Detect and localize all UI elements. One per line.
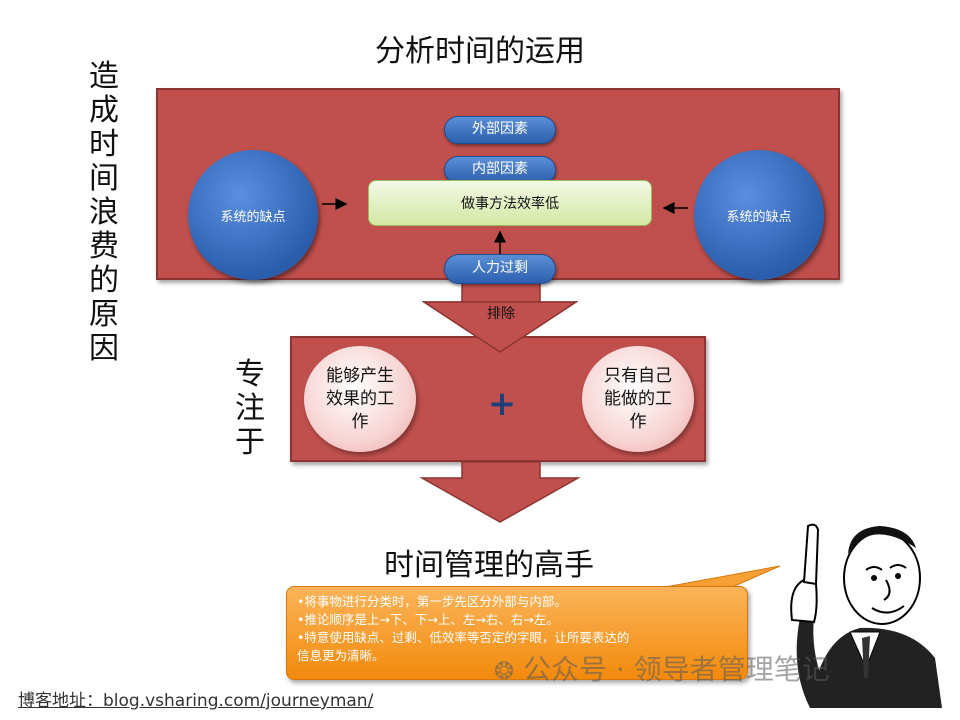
wechat-icon: ❂ [494,657,514,685]
blog-url-link[interactable]: 博客地址：blog.vsharing.com/journeyman/ [18,686,373,711]
watermark-text: ❂ 公众号 · 领导者管理笔记 [494,648,830,688]
